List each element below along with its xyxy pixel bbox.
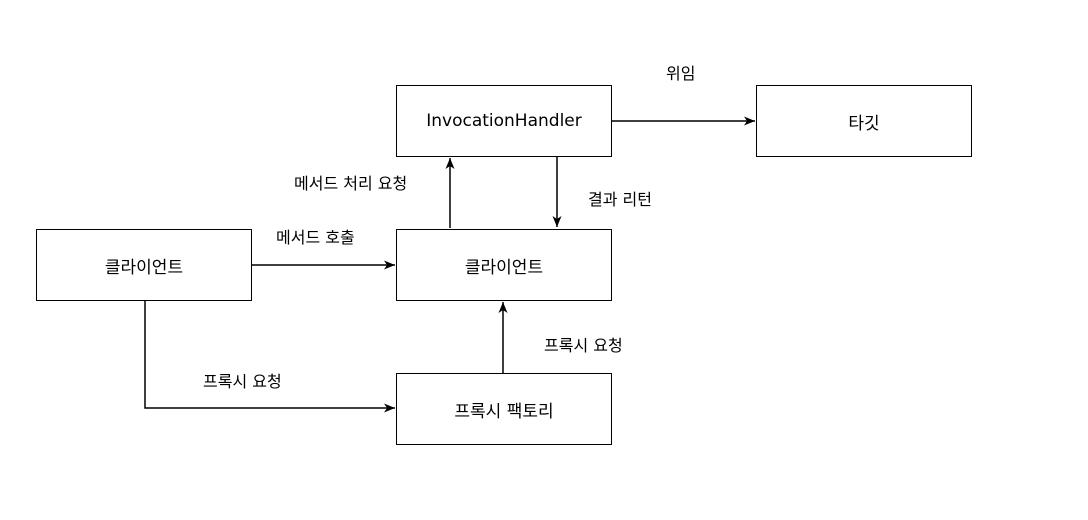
client-node: 클라이언트 <box>36 229 252 301</box>
target-node: 타깃 <box>756 85 972 157</box>
label-client-to-factory: 프록시 요청 <box>203 372 282 391</box>
label-handler-to-proxy: 결과 리턴 <box>588 190 652 209</box>
label-handler-to-target: 위임 <box>666 64 696 83</box>
proxy-factory-node: 프록시 팩토리 <box>396 373 612 445</box>
label-factory-to-proxy: 프록시 요청 <box>544 336 623 355</box>
label-proxy-to-handler: 메서드 처리 요청 <box>294 174 408 193</box>
invocation-handler-node: InvocationHandler <box>396 85 612 157</box>
label-client-to-proxy: 메서드 호출 <box>276 228 355 247</box>
arrow-client-to-factory <box>144 300 395 413</box>
client-proxy-node: 클라이언트 <box>396 229 612 301</box>
